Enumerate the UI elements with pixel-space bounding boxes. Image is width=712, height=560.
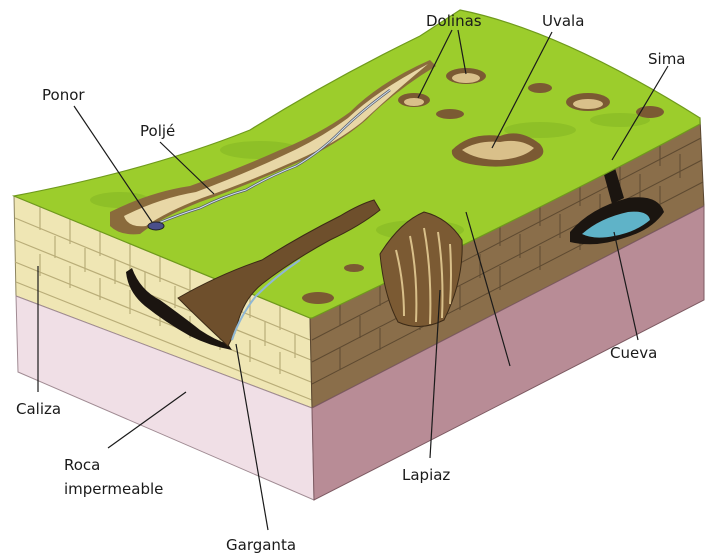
label-caliza: Caliza	[16, 400, 61, 418]
label-dolinas: Dolinas	[426, 12, 482, 30]
ponor-hole	[148, 222, 164, 230]
label-ponor: Ponor	[42, 86, 85, 104]
label-roca-line2: impermeable	[64, 480, 163, 498]
label-polje: Poljé	[140, 122, 175, 140]
label-roca-line1: Roca	[64, 456, 100, 474]
label-cueva: Cueva	[610, 344, 657, 362]
label-garganta: Garganta	[226, 536, 296, 554]
label-lapiaz: Lapiaz	[402, 466, 450, 484]
label-sima: Sima	[648, 50, 686, 68]
label-uvala: Uvala	[542, 12, 584, 30]
